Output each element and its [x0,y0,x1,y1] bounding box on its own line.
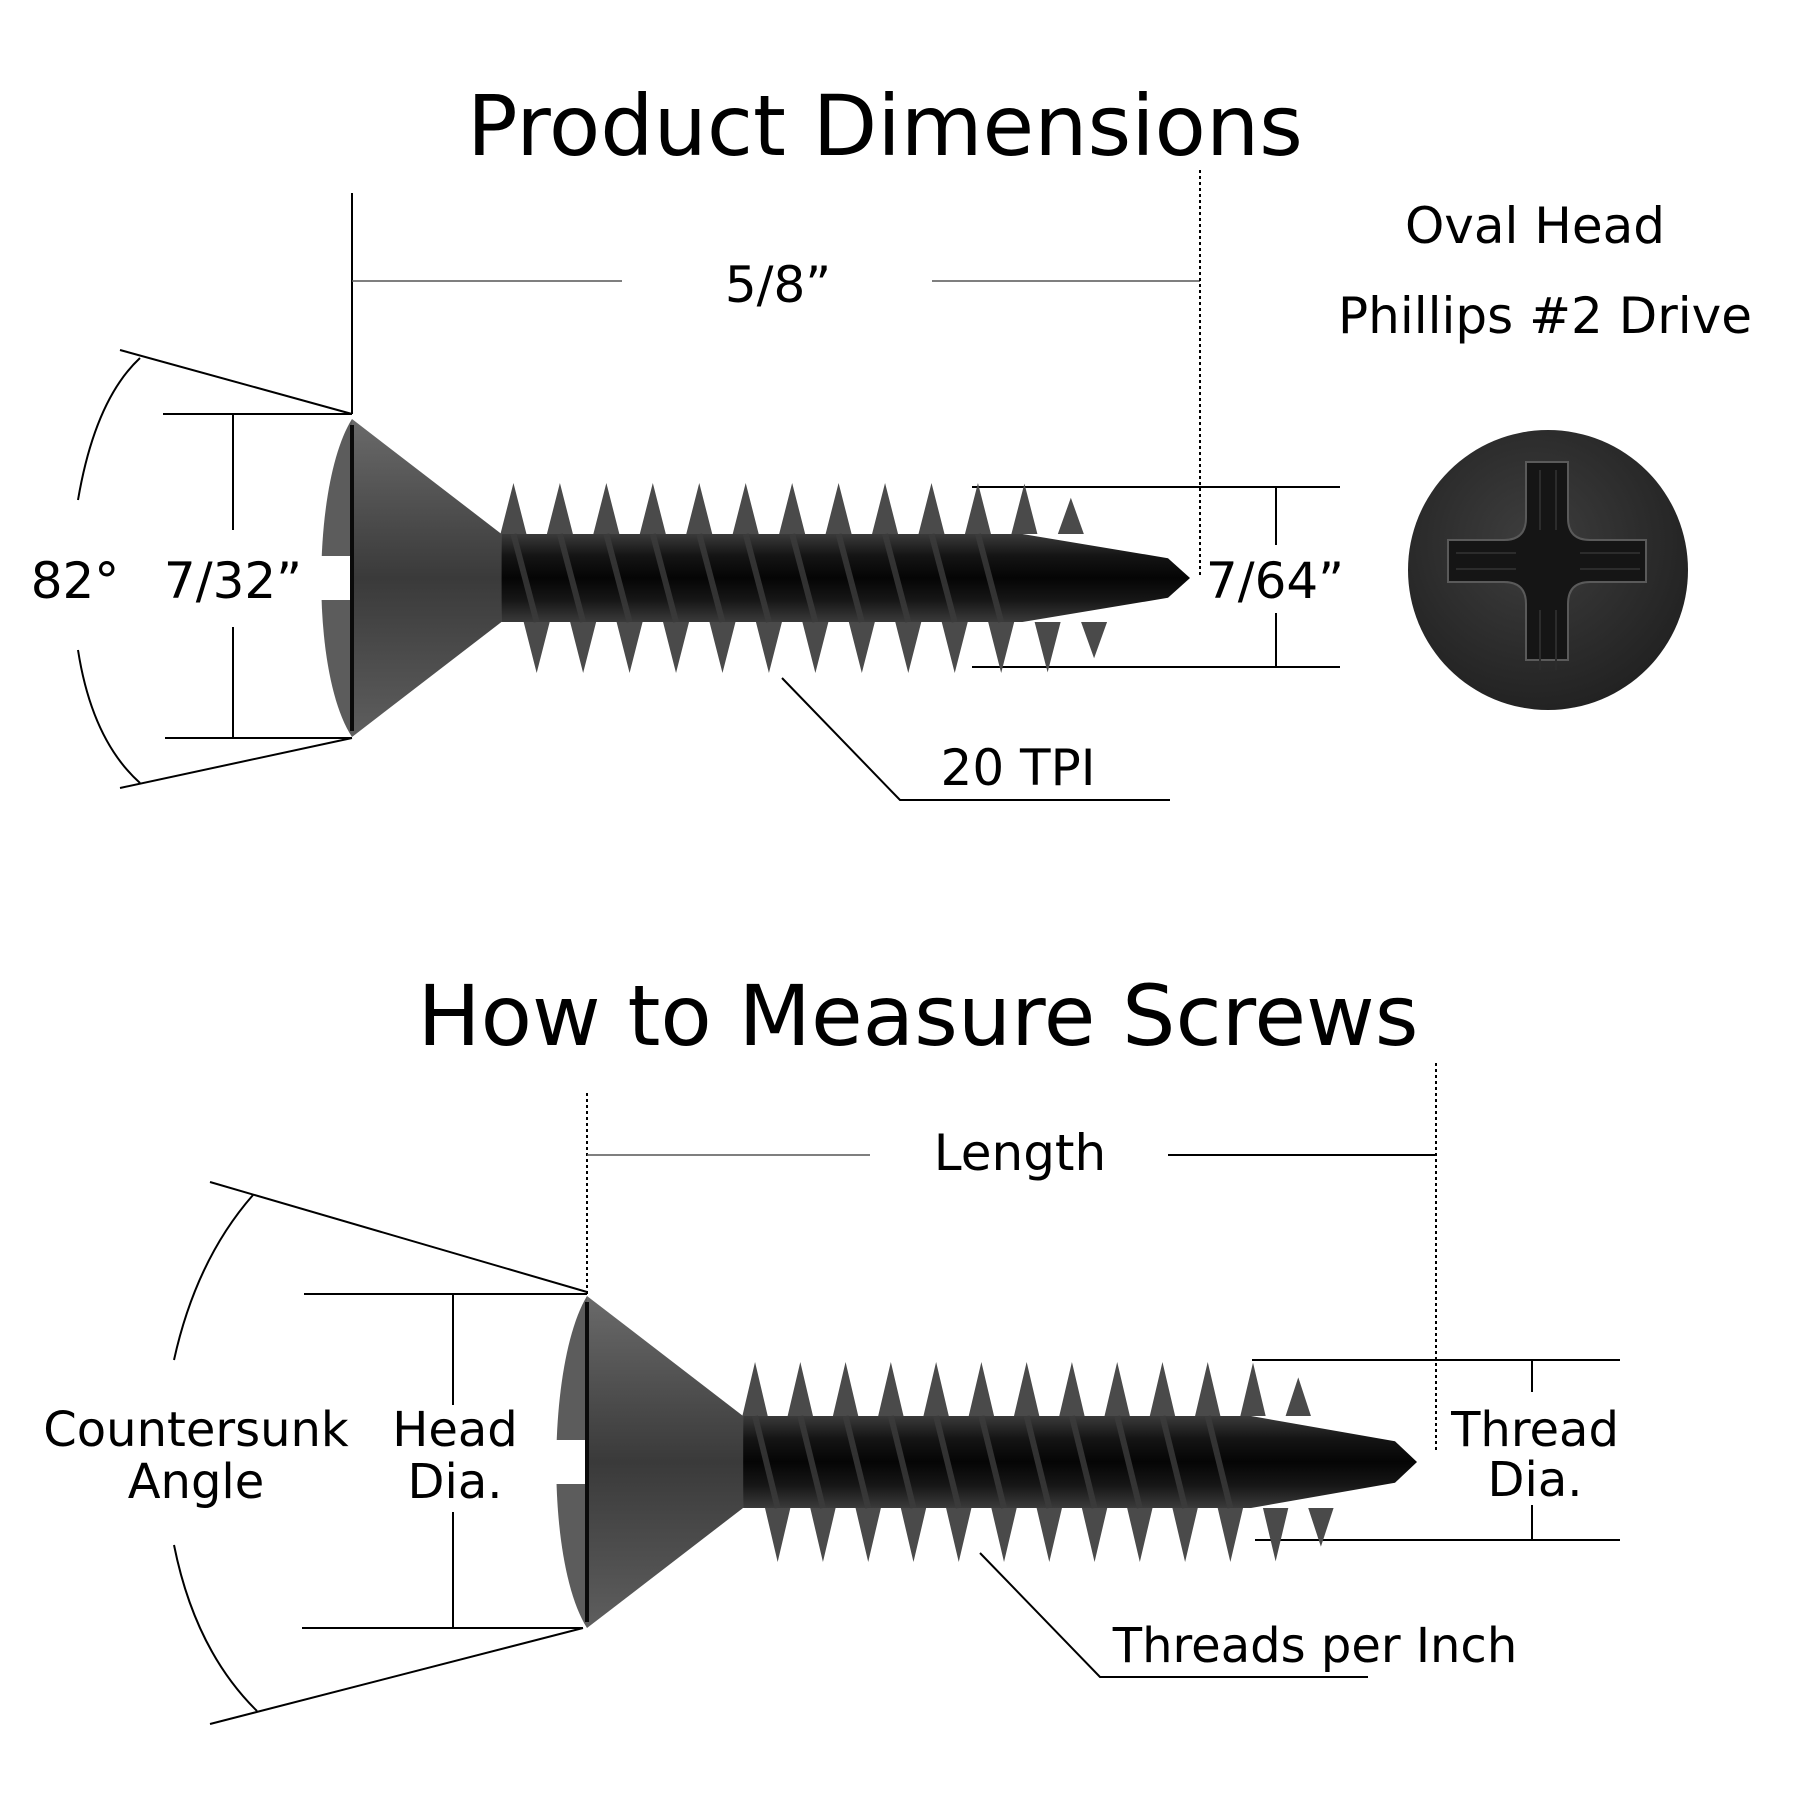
angle-arc-bottom [77,649,141,784]
length-guide: Length [586,1063,1437,1452]
thread-diameter-value: 7/64” [1206,552,1344,610]
recess-shading [1456,470,1640,670]
length-value: 5/8” [725,256,831,314]
tpi-callout: 20 TPI [781,677,1170,801]
screw-shaft [743,1416,1417,1508]
drive-type-label: Phillips #2 Drive [1338,287,1752,345]
countersunk-angle-dimension: 82° [31,349,353,789]
head-label-line1: Head [392,1402,518,1458]
countersunk-angle-value: 82° [31,552,120,610]
guide-angle-line-bottom [209,1627,584,1725]
angle-line-top [119,349,353,415]
angle-arc-top [77,357,141,501]
tpi-guide: Threads per Inch [979,1552,1517,1678]
length-label: Length [934,1124,1106,1182]
head-diameter-value: 7/32” [164,552,302,610]
head-label-line2: Dia. [408,1454,503,1510]
tpi-leader-line [781,677,1170,801]
guide-angle-arc-top [173,1194,254,1361]
head-diameter-guide: Head Dia. [302,1293,587,1629]
screw-head-slot [553,1440,587,1484]
length-dimension: 5/8” [351,170,1201,575]
tpi-label: Threads per Inch [1112,1618,1517,1674]
tpi-guide-leader-line [979,1552,1368,1678]
screw-thread-teeth [742,1362,1334,1562]
countersunk-angle-guide: Countersunk Angle [43,1181,588,1725]
thread-diameter-dimension: 7/64” [972,486,1344,668]
product-dimensions-title: Product Dimensions [467,77,1303,175]
screw-side-view [318,419,1191,737]
thread-label-line1: Thread [1450,1402,1619,1458]
phillips-head-top-view [1408,430,1688,710]
head-diameter-dimension: 7/32” [163,413,352,739]
screw-shaft [501,534,1191,622]
screw-thread-bands [510,533,1005,623]
angle-line-bottom [119,737,353,789]
screw-thread-bands [752,1415,1234,1509]
thread-diameter-guide: Thread Dia. [1252,1359,1620,1541]
how-to-measure-section: How to Measure Screws Length Countersunk… [43,967,1620,1725]
product-dimensions-section: Product Dimensions 5/8” 82° 7/32” [31,77,1752,801]
thread-label-line2: Dia. [1488,1452,1583,1508]
countersunk-label-line1: Countersunk [43,1402,349,1458]
screw-thread-teeth [500,483,1108,673]
screw-head-cone [352,419,502,737]
screw-head-slot [318,556,352,600]
screw-side-view-guide [553,1296,1417,1628]
how-to-measure-title: How to Measure Screws [417,967,1418,1065]
guide-angle-line-top [209,1181,588,1293]
tpi-value: 20 TPI [941,739,1096,797]
countersunk-label-line2: Angle [128,1454,265,1510]
phillips-recess-icon [1447,461,1647,661]
screw-head-cone [587,1296,744,1628]
head-type-label: Oval Head [1405,197,1665,255]
guide-angle-arc-bottom [173,1544,258,1712]
